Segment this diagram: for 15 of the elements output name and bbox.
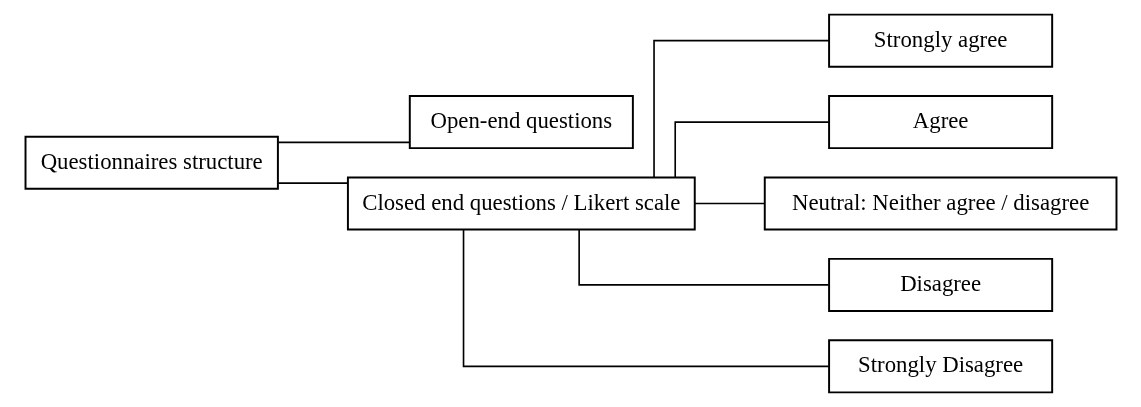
- node-box: Neutral: Neither agree / disagree: [763, 176, 1117, 231]
- node-box: Strongly Disagree: [827, 339, 1053, 394]
- connector: [277, 141, 410, 144]
- node-box: Disagree: [827, 257, 1053, 312]
- connector: [673, 121, 830, 179]
- connector: [462, 228, 830, 368]
- node-box: Open-end questions: [408, 95, 634, 150]
- connector: [652, 39, 830, 179]
- connector: [277, 182, 349, 184]
- node-box: Strongly agree: [827, 13, 1053, 68]
- node-box: Closed end questions / Likert scale: [346, 176, 696, 231]
- connector: [577, 228, 830, 286]
- connector: [693, 202, 765, 205]
- node-box: Questionnaires structure: [24, 135, 279, 190]
- node-box: Agree: [827, 95, 1053, 150]
